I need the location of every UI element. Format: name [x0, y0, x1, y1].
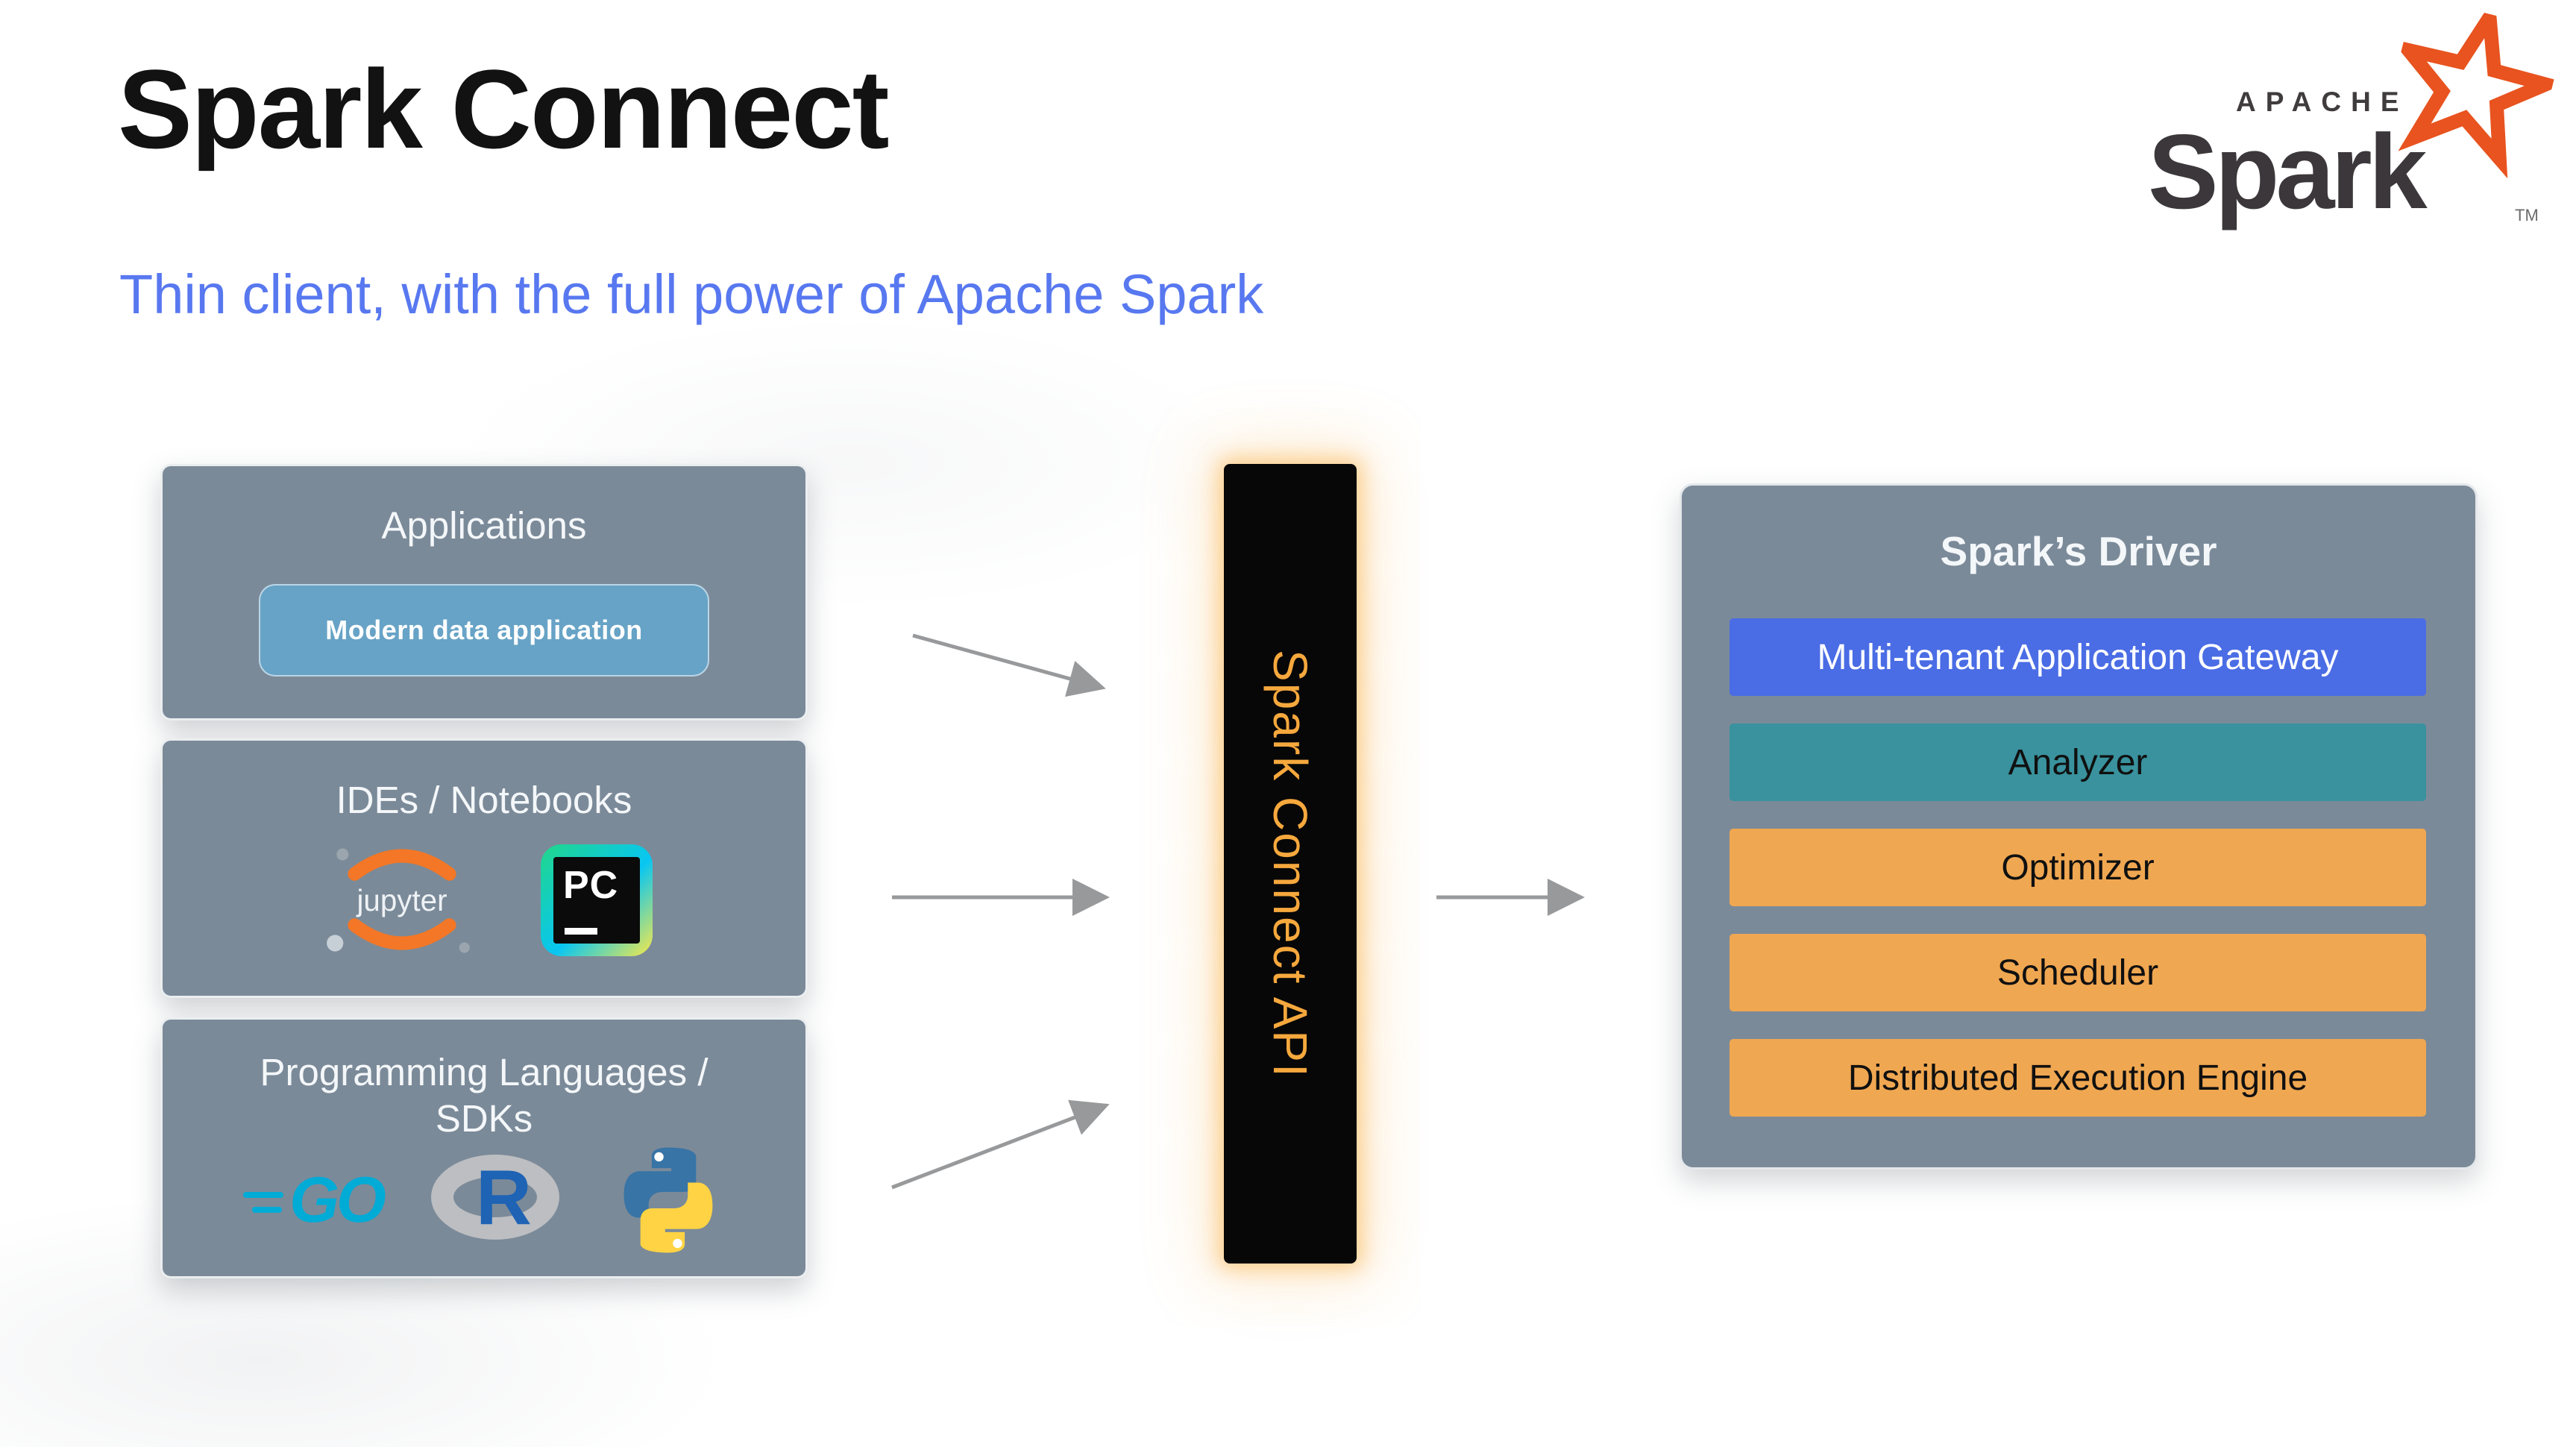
arrow-languages-to-api [891, 1099, 1110, 1190]
go-label: GO [289, 1164, 386, 1236]
ides-panel-title: IDEs / Notebooks [336, 779, 632, 821]
driver-layers: Multi-tenant Application Gateway Analyze… [1730, 618, 2426, 1117]
applications-panel: Applications Modern data application [160, 464, 808, 721]
languages-sdks-panel: Programming Languages / SDKs GO R [160, 1017, 808, 1278]
spark-driver-title: Spark’s Driver [1940, 528, 2217, 574]
ides-notebooks-panel: IDEs / Notebooks jupyter PC [160, 738, 808, 998]
layer-optimizer: Optimizer [1730, 829, 2426, 906]
r-label: R [475, 1155, 532, 1241]
spark-driver-panel: Spark’s Driver Multi-tenant Application … [1680, 483, 2478, 1170]
languages-icons-row: GO R [163, 1143, 805, 1257]
ides-icons-row: jupyter PC [163, 829, 805, 972]
apache-spark-logo: APACHE Spark TM [2148, 0, 2573, 245]
pycharm-label: PC [563, 864, 619, 907]
pycharm-icon: PC [541, 844, 653, 956]
layer-analyzer: Analyzer [1730, 724, 2426, 801]
languages-panel-title: Programming Languages / SDKs [163, 1049, 805, 1142]
go-icon: GO [243, 1168, 386, 1232]
pycharm-core: PC [553, 857, 640, 944]
layer-multi-tenant-application-gateway: Multi-tenant Application Gateway [1730, 618, 2426, 696]
page-title: Spark Connect [118, 46, 890, 172]
languages-title-line1: Programming Languages / [260, 1051, 709, 1093]
languages-title-line2: SDKs [435, 1097, 533, 1140]
arrow-applications-to-api [912, 633, 1106, 697]
pycharm-underscore [565, 928, 597, 935]
spark-connect-api-bar: Spark Connect API [1224, 464, 1357, 1264]
applications-panel-title: Applications [381, 504, 587, 547]
apache-wordmark: APACHE [2236, 87, 2409, 117]
trademark-label: TM [2515, 206, 2539, 225]
jupyter-icon: jupyter [315, 829, 489, 972]
python-icon [612, 1143, 725, 1257]
spark-wordmark: Spark [2148, 113, 2428, 231]
layer-scheduler: Scheduler [1730, 934, 2426, 1011]
spark-star-icon [2390, 0, 2566, 179]
layer-distributed-execution-engine: Distributed Execution Engine [1730, 1039, 2426, 1117]
r-icon: R [430, 1149, 564, 1252]
page-subtitle: Thin client, with the full power of Apac… [119, 263, 1264, 325]
jupyter-label: jupyter [356, 883, 447, 917]
spark-connect-api-label: Spark Connect API [1263, 649, 1317, 1079]
modern-data-application-chip: Modern data application [259, 584, 709, 677]
